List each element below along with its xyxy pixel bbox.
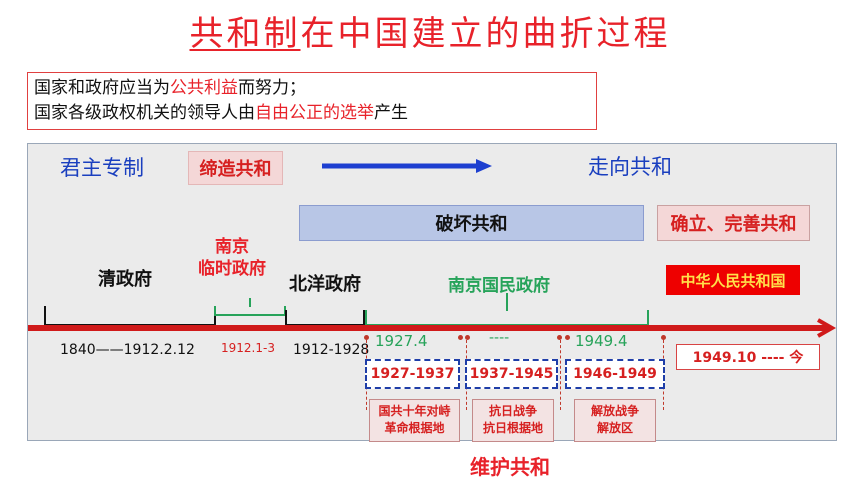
principle-line-1: 国家和政府应当为公共利益而努力； xyxy=(34,76,590,101)
marker-dot xyxy=(465,335,470,340)
period-label: 国共十年对峙 革命根据地 xyxy=(369,399,460,442)
regime-beiyang: 北洋政府 xyxy=(289,274,361,295)
date-prc-box: 1949.10 ---- 今 xyxy=(676,344,820,370)
period-label-line: 国共十年对峙 xyxy=(378,404,451,418)
marker-dot xyxy=(458,335,463,340)
stage-toward: 走向共和 xyxy=(588,155,672,179)
date-dash: ---- xyxy=(489,330,510,346)
title-rest: 在中国建立的曲折过程 xyxy=(300,14,671,54)
marker-dot xyxy=(661,335,666,340)
regime-nanjing-provisional: 南京 临时政府 xyxy=(196,236,268,280)
principle-text: 国家和政府应当为 xyxy=(34,78,170,98)
principle-text: 产生 xyxy=(374,103,408,123)
date-provisional: 1912.1-3 xyxy=(221,341,275,355)
regime-qing: 清政府 xyxy=(98,269,152,290)
stage-monarchy: 君主专制 xyxy=(60,156,144,180)
tick-provisional xyxy=(249,298,251,307)
period-label: 抗日战争 抗日根据地 xyxy=(472,399,554,442)
stage-create-box: 缔造共和 xyxy=(188,151,283,185)
date-qing: 1840——1912.2.12 xyxy=(60,342,195,358)
principle-highlight: 自由公正的选举 xyxy=(255,103,374,123)
bracket-provisional xyxy=(214,306,286,316)
regime-prc-box: 中华人民共和国 xyxy=(666,265,800,295)
period-label-line: 解放战争 xyxy=(590,404,639,418)
date-1927: 1927.4 xyxy=(375,332,428,350)
date-beiyang: 1912-1928 xyxy=(293,342,370,358)
period-range: 1937-1945 xyxy=(465,359,558,389)
principle-line-2: 国家各级政权机关的领导人由自由公正的选举产生 xyxy=(34,101,590,126)
period-label-line: 抗日战争 xyxy=(488,404,537,418)
tick-nanjing-national xyxy=(506,293,508,311)
marker-dot xyxy=(557,335,562,340)
regime-label-line: 南京 xyxy=(215,237,249,257)
stage-establish-box: 确立、完善共和 xyxy=(657,205,810,241)
regime-label-line: 临时政府 xyxy=(198,259,266,279)
period-range: 1927-1937 xyxy=(365,359,460,389)
connector-line xyxy=(560,340,561,410)
date-1949: 1949.4 xyxy=(575,332,628,350)
stage-destroy-box: 破坏共和 xyxy=(299,205,644,241)
stage-defend: 维护共和 xyxy=(470,455,550,479)
principle-highlight: 公共利益 xyxy=(170,78,238,98)
period-label-line: 抗日根据地 xyxy=(482,421,543,435)
period-range: 1946-1949 xyxy=(565,359,665,389)
page-title: 共和制在中国建立的曲折过程 xyxy=(0,6,860,55)
title-underlined: 共和制 xyxy=(189,14,301,54)
principle-text: 而努力； xyxy=(238,78,306,98)
timeline-arrow-icon xyxy=(28,318,837,338)
period-label-line: 革命根据地 xyxy=(384,421,445,435)
period-label-line: 解放区 xyxy=(596,421,633,435)
principle-text: 国家各级政权机关的领导人由 xyxy=(34,103,255,123)
principle-box: 国家和政府应当为公共利益而努力； 国家各级政权机关的领导人由自由公正的选举产生 xyxy=(27,72,597,130)
regime-nanjing-national: 南京国民政府 xyxy=(448,276,550,296)
marker-dot xyxy=(364,335,369,340)
arrow-right-icon xyxy=(322,159,492,173)
marker-dot xyxy=(565,335,570,340)
period-label: 解放战争 解放区 xyxy=(574,399,656,442)
